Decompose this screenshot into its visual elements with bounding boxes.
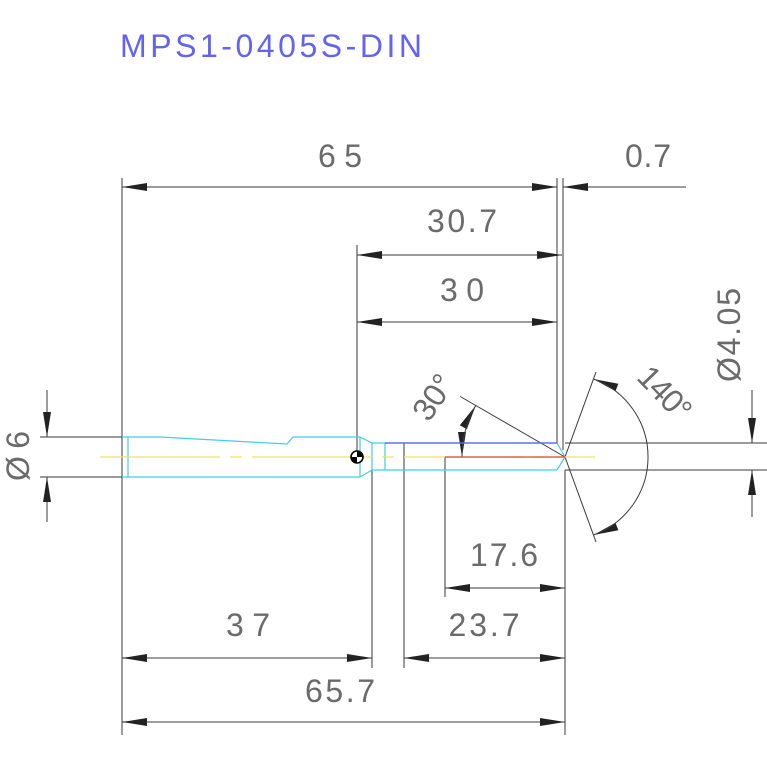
arrow-dia-6-bottom [43,477,51,502]
arrow-30-right [532,318,557,326]
center-marker-quadrant-2 [351,457,357,463]
arrow-dia-4-05-bottom [748,470,756,495]
arrow-17-6-left [445,584,470,592]
arrow-65-right [532,183,557,191]
neck-taper-top [359,436,373,444]
arrow-angle-30-top [459,405,476,430]
dimension-label-30-7: 30.7 [427,203,497,239]
arrow-17-6-right [540,584,565,592]
dimension-label-23-7: 23.7 [449,607,520,643]
arrow-0-7 [563,183,588,191]
angle-label-30: 30° [405,367,462,427]
dimension-label-30: 30 [440,272,484,308]
arrow-65-7-left [122,718,147,726]
angle-140-leg-lower [564,456,597,543]
arrow-30-left [357,318,382,326]
dimension-label-0-7: 0.7 [625,138,671,174]
arrow-30-7-right [537,251,562,259]
neck-taper-bottom [359,469,373,478]
arrow-65-7-right [540,718,565,726]
arrow-65-left [122,183,147,191]
arrow-37-left [122,654,147,662]
angle-label-140: 140° [630,358,699,428]
drawing-title: MPS1-0405S-DIN [120,28,422,64]
dimension-label-37: 37 [226,607,270,643]
arrow-dia-4-05-top [748,418,756,443]
center-marker-quadrant-1 [357,451,363,457]
angle-140-arc [593,378,649,536]
dimension-label-65-7: 65.7 [305,673,375,709]
angle-dimensions [459,371,649,543]
arrow-dia-6-top [43,412,51,437]
dimension-label-dia-4-05: Ø4.05 [711,288,747,382]
angle-140-leg-upper [564,371,597,458]
shank-top-edge [122,436,360,445]
arrow-23-7-right [540,654,565,662]
dimension-label-dia-6: Ø6 [0,431,36,481]
center-marker-icon [350,450,364,464]
angle-30-arc [461,405,477,458]
angle-30-leg [459,396,566,458]
arrowheads [43,183,756,726]
arrow-23-7-left [404,654,429,662]
arrow-30-7-left [357,251,382,259]
dimension-label-17-6: 17.6 [470,537,538,573]
dimension-lines [46,186,753,723]
dimension-label-65: 65 [318,138,362,174]
arrow-37-right [347,654,372,662]
